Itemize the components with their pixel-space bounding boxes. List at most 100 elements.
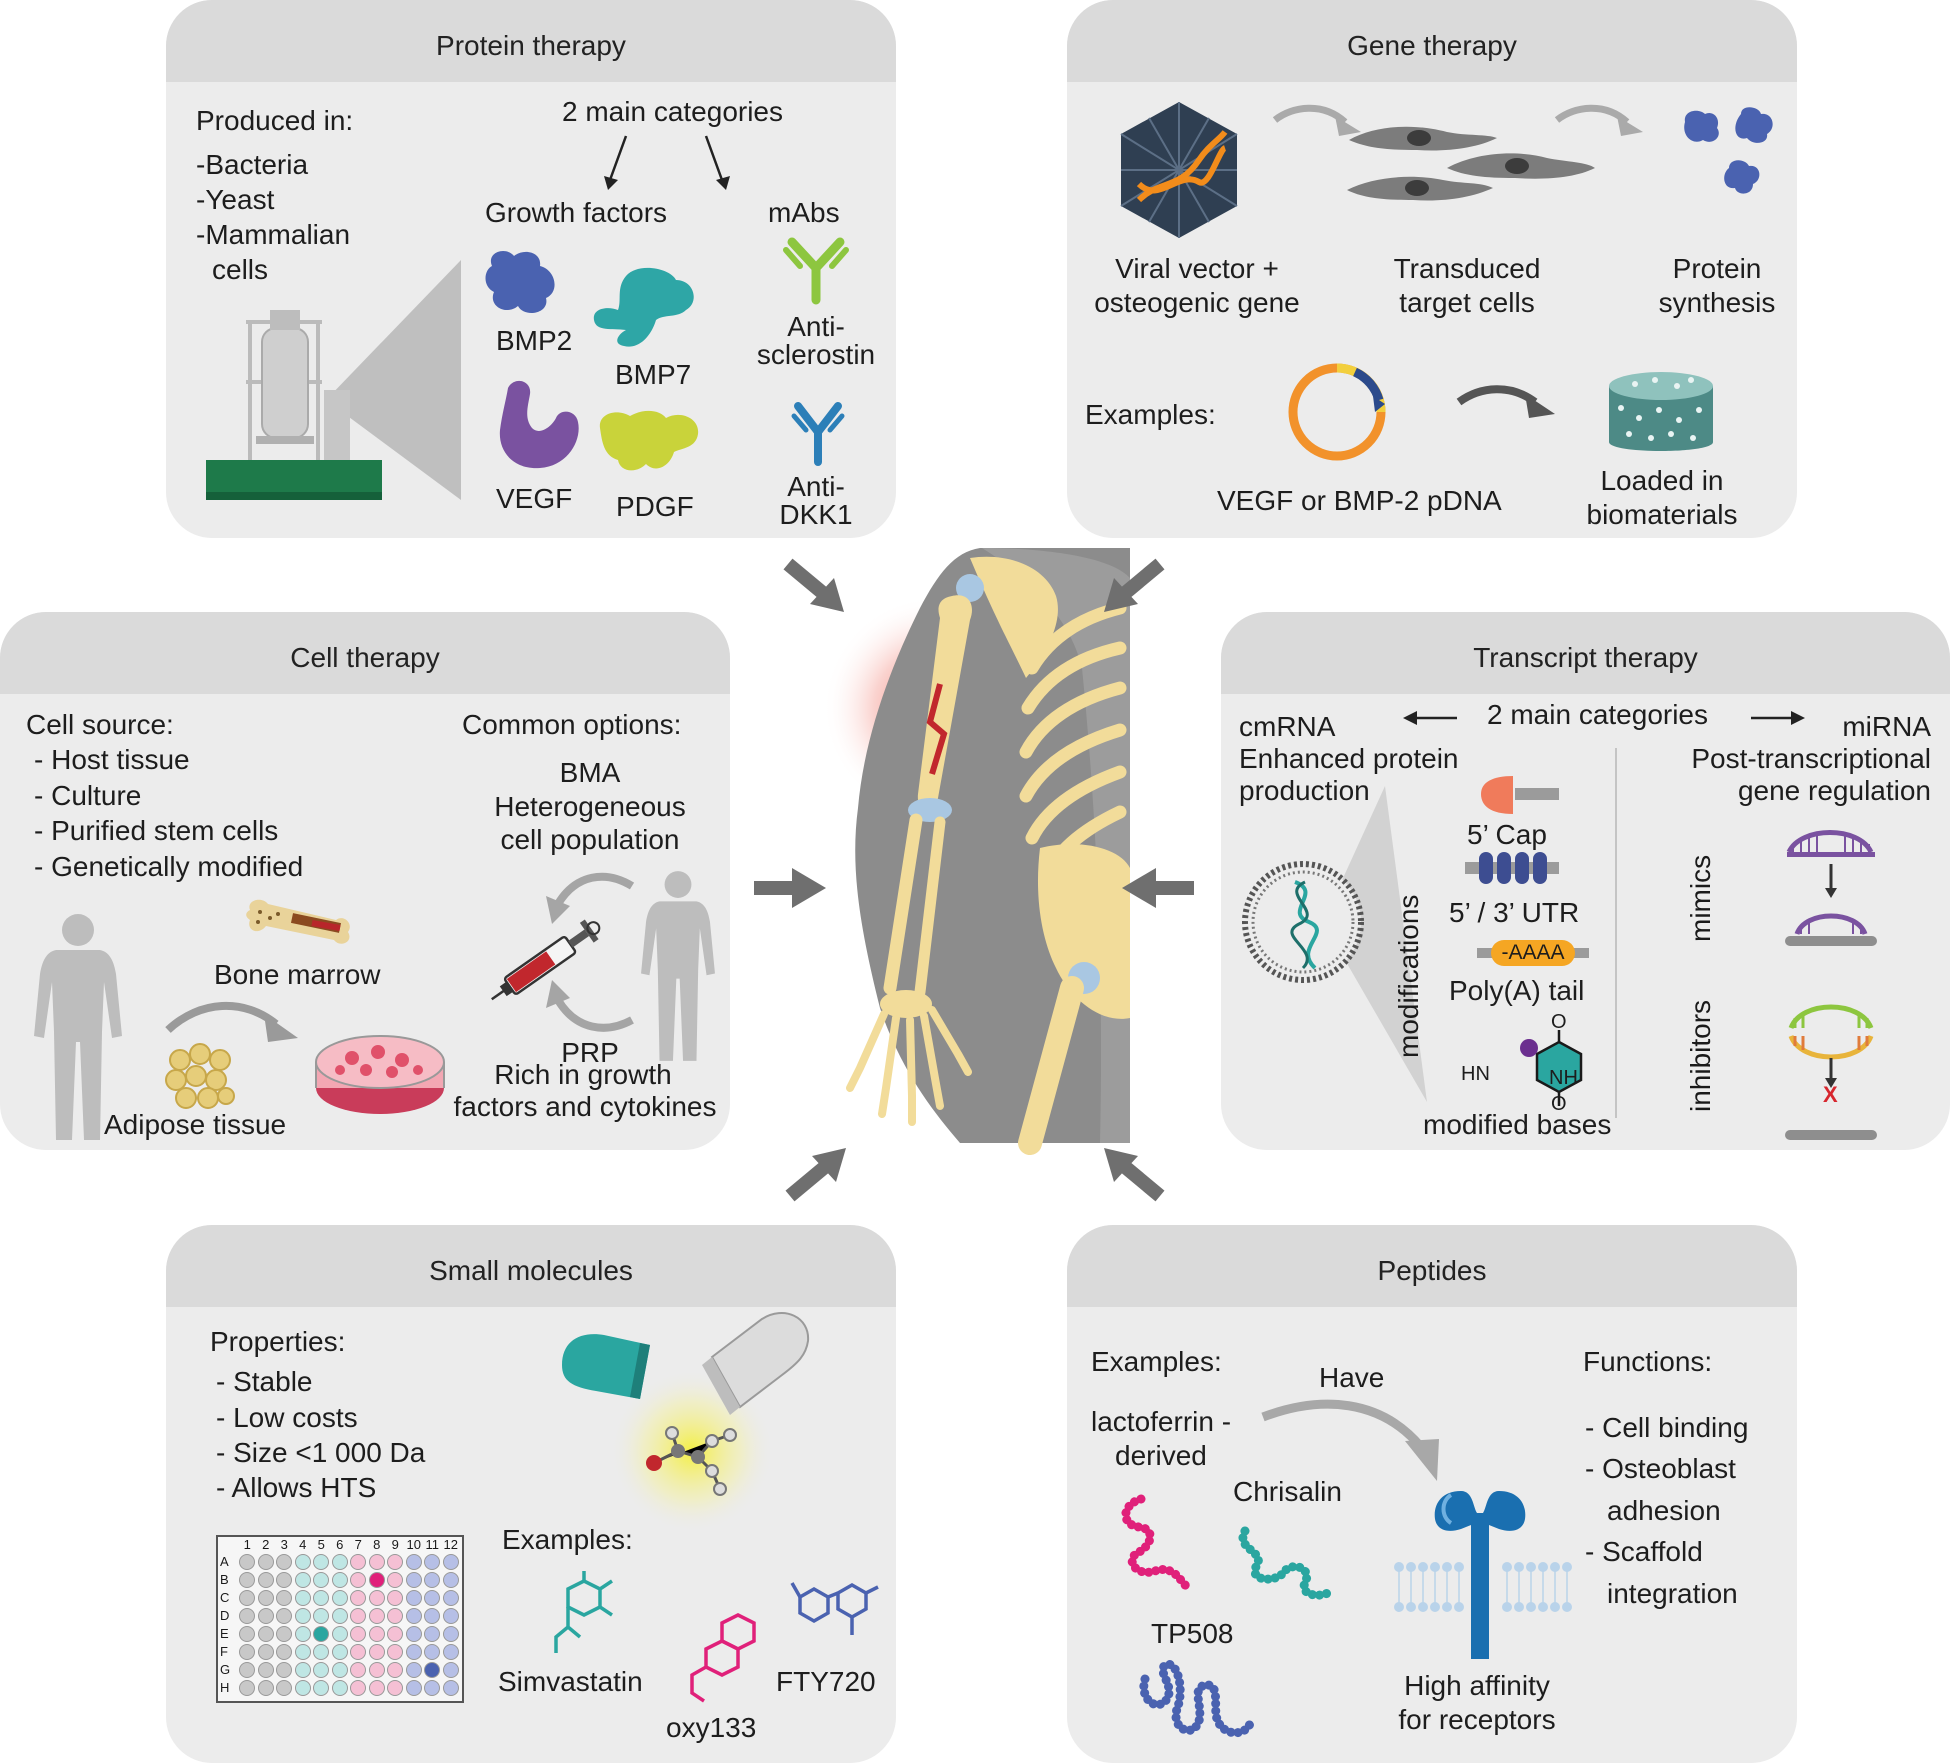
biomaterial-scaffold-icon — [1609, 372, 1713, 451]
plate-row-label: C — [220, 1590, 230, 1605]
pdna-label: VEGF or BMP-2 pDNA — [1217, 485, 1502, 516]
properties-title: Properties: — [210, 1326, 346, 1357]
functions-title: Functions: — [1583, 1346, 1713, 1377]
arrow-icon — [1104, 1148, 1165, 1202]
loaded-label-2: biomaterials — [1586, 499, 1738, 530]
gene-therapy-panel: Gene therapy Viral vector + osteogenic g… — [1067, 0, 1797, 538]
plate-well — [276, 1608, 292, 1624]
plate-well — [442, 1680, 459, 1696]
source-yeast: -Yeast — [196, 184, 275, 215]
plate-well — [442, 1572, 459, 1588]
plate-well — [239, 1644, 255, 1660]
plate-well — [294, 1626, 311, 1642]
transduced-label-1: Transduced — [1393, 253, 1541, 284]
anti-dkk1-label-1: Anti- — [787, 471, 845, 502]
cmrna-desc-2: production — [1239, 775, 1370, 806]
plate-well — [424, 1590, 440, 1606]
plate-well — [257, 1644, 274, 1660]
bmp7-label: BMP7 — [615, 359, 692, 390]
pdgf-label: PDGF — [616, 491, 694, 522]
plate-well — [313, 1608, 329, 1624]
mimics-label: mimics — [1685, 854, 1716, 942]
inhibitors-label: inhibitors — [1685, 999, 1716, 1112]
plate-col-label: 2 — [262, 1537, 270, 1552]
chem-o-bottom: O — [1551, 1093, 1567, 1115]
plate-well — [424, 1572, 440, 1588]
plate-well — [368, 1572, 385, 1588]
transduced-label-2: target cells — [1399, 287, 1535, 318]
human-silhouette-icon — [34, 914, 122, 1140]
plate-well — [276, 1590, 292, 1606]
plate-well — [276, 1626, 292, 1642]
plate-well — [257, 1572, 274, 1588]
bioreactor-icon — [206, 260, 461, 500]
mirna-mimic-icon — [1785, 830, 1877, 946]
plate-well — [350, 1590, 366, 1606]
arrow-icon — [1104, 558, 1165, 612]
chem-hn: HN — [1461, 1063, 1490, 1085]
plate-well — [257, 1626, 274, 1642]
mirna-label: miRNA — [1842, 711, 1931, 742]
cmrna-desc-1: Enhanced protein — [1239, 743, 1459, 774]
plate-col-label: 6 — [336, 1537, 344, 1552]
bma-label: BMA — [559, 757, 621, 788]
viral-vector-label-2: osteogenic gene — [1094, 287, 1300, 318]
vegf-protein-icon — [499, 380, 579, 469]
plate-well — [313, 1644, 329, 1660]
plate-well — [294, 1662, 311, 1678]
property-item: - Size <1 000 Da — [216, 1437, 426, 1468]
plate-well — [239, 1680, 255, 1696]
plate-well — [294, 1572, 311, 1588]
plate-well — [276, 1554, 292, 1570]
anti-dkk1-label-2: DKK1 — [779, 499, 853, 530]
plate-well — [257, 1662, 274, 1678]
function-item: - Scaffold — [1585, 1536, 1703, 1567]
plate-well — [350, 1608, 366, 1624]
plate-row-label: H — [220, 1680, 230, 1695]
fty720-label: FTY720 — [776, 1666, 876, 1697]
plate-well — [442, 1590, 459, 1606]
plate-well — [424, 1644, 440, 1660]
plate-well — [350, 1572, 366, 1588]
examples-label: Examples: — [1085, 399, 1216, 430]
plate-well — [294, 1680, 311, 1696]
plate-well — [257, 1554, 274, 1570]
arrow-icon — [546, 980, 634, 1032]
modified-bases-label: modified bases — [1423, 1109, 1612, 1140]
capsule-icon — [562, 1312, 810, 1533]
plate-well — [424, 1680, 440, 1696]
function-item: - Osteoblast — [1585, 1453, 1736, 1484]
plate-well — [276, 1572, 292, 1588]
panel-title: Cell therapy — [0, 612, 730, 694]
arrow-icon — [546, 872, 635, 924]
common-options-title: Common options: — [462, 709, 682, 740]
cmrna-label: cmRNA — [1239, 711, 1336, 742]
plate-well — [313, 1572, 329, 1588]
plate-well — [387, 1554, 403, 1570]
plate-well — [239, 1572, 255, 1588]
bone-marrow-label: Bone marrow — [214, 959, 381, 990]
arrow-icon — [1456, 385, 1555, 418]
plate-col-label: 8 — [373, 1537, 381, 1552]
arrow-icon — [1261, 1399, 1439, 1481]
plate-well — [387, 1644, 403, 1660]
plate-well — [368, 1644, 385, 1660]
plate-well — [313, 1662, 329, 1678]
plate-well — [387, 1608, 403, 1624]
property-item: - Stable — [216, 1366, 313, 1397]
plate-well — [368, 1626, 385, 1642]
cap-label: 5’ Cap — [1467, 819, 1547, 850]
plate-well — [331, 1662, 348, 1678]
lactoferrin-label-2: derived — [1115, 1440, 1207, 1471]
skeleton-arm-illustration — [823, 548, 1130, 1155]
polya-label: Poly(A) tail — [1449, 975, 1585, 1006]
categories-title: 2 main categories — [1487, 699, 1709, 730]
oxy133-label: oxy133 — [666, 1712, 757, 1743]
plate-well — [368, 1608, 385, 1624]
transcript-therapy-panel: Transcript therapy 2 main categories cmR… — [1221, 612, 1950, 1150]
modifications-label: modifications — [1393, 894, 1424, 1058]
plate-well — [239, 1626, 255, 1642]
plasmid-icon — [1288, 363, 1386, 461]
mirna-desc-2: gene regulation — [1737, 775, 1931, 806]
viral-vector-label-1: Viral vector + — [1115, 253, 1279, 284]
